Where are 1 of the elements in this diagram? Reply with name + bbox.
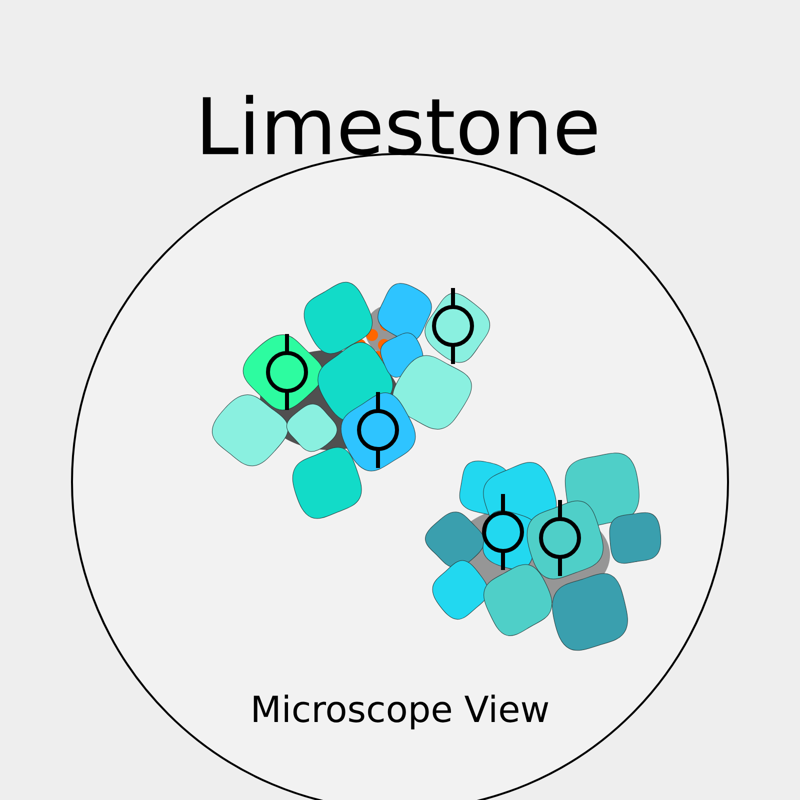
title: Limestone (202, 94, 597, 156)
